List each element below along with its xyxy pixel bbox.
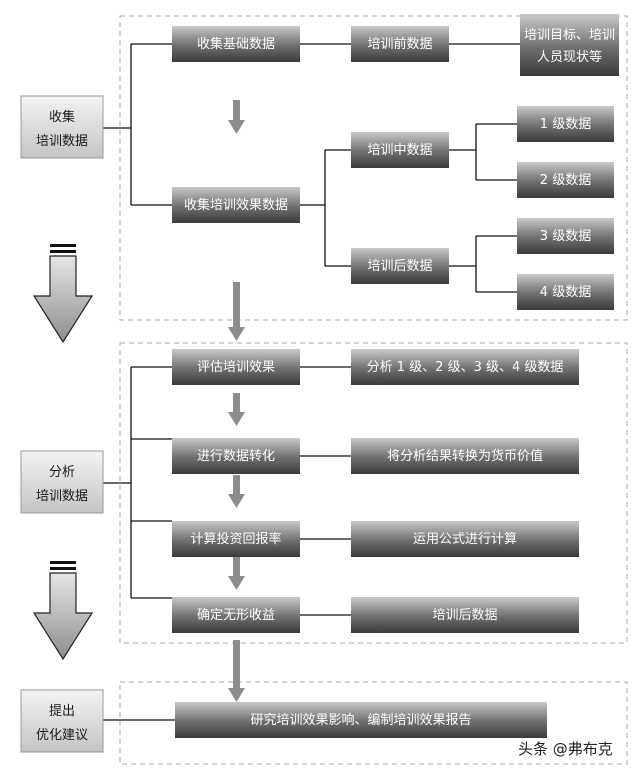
stage-collect: 收集 培训数据 — [20, 95, 104, 159]
box-pre-detail: 培训目标、培训 人员现状等 — [520, 14, 619, 76]
stage-suggest: 提出 优化建议 — [20, 689, 104, 753]
svg-text:收集培训效果数据: 收集培训效果数据 — [184, 197, 288, 213]
down-arrow-icon — [228, 640, 245, 702]
down-arrow-icon — [228, 475, 245, 508]
box-mid-training: 培训中数据 — [351, 132, 449, 168]
watermark-text: 头条 @弗布克 — [518, 740, 613, 758]
box-pre-training: 培训前数据 — [351, 26, 449, 62]
collect-section-frame — [119, 15, 628, 321]
svg-text:4 级数据: 4 级数据 — [540, 285, 591, 300]
connector-lines — [103, 43, 520, 721]
box-collect-effect: 收集培训效果数据 — [172, 187, 300, 223]
pre-detail-line: 人员现状等 — [537, 49, 602, 65]
big-down-arrow-icon — [32, 572, 94, 661]
svg-text:进行数据转化: 进行数据转化 — [197, 449, 275, 464]
svg-text:运用公式进行计算: 运用公式进行计算 — [413, 532, 517, 547]
down-arrow-icon — [228, 557, 245, 590]
svg-text:确定无形收益: 确定无形收益 — [197, 608, 275, 623]
svg-text:1 级数据: 1 级数据 — [540, 117, 591, 132]
svg-text:评估培训效果: 评估培训效果 — [197, 359, 275, 375]
box-report: 研究培训效果影响、编制培训效果报告 — [175, 702, 547, 738]
box-level-2: 2 级数据 — [517, 162, 614, 198]
svg-text:2 级数据: 2 级数据 — [540, 173, 591, 188]
stage-label-line: 培训数据 — [36, 488, 88, 504]
stage-analyze: 分析 培训数据 — [20, 450, 104, 514]
svg-text:分析 1 级、2 级、3 级、4 级数据: 分析 1 级、2 级、3 级、4 级数据 — [367, 360, 564, 375]
stage-label-line: 收集 — [49, 109, 75, 125]
box-level-1: 1 级数据 — [517, 106, 614, 142]
stage-arrow-2 — [32, 561, 94, 661]
svg-text:培训后数据: 培训后数据 — [367, 258, 432, 274]
step-arrows — [228, 100, 245, 702]
stage-label-line: 培训数据 — [36, 133, 88, 149]
box-analyze-levels: 分析 1 级、2 级、3 级、4 级数据 — [351, 349, 579, 385]
box-convert-data: 进行数据转化 — [172, 438, 300, 474]
down-arrow-icon — [228, 100, 245, 134]
down-arrow-icon — [228, 393, 245, 426]
stage-arrow-1 — [32, 244, 94, 344]
box-intangible-benefits: 确定无形收益 — [172, 597, 300, 633]
svg-text:3 级数据: 3 级数据 — [540, 229, 591, 244]
box-post-training: 培训后数据 — [351, 248, 449, 284]
box-post-data: 培训后数据 — [351, 597, 579, 633]
svg-text:计算投资回报率: 计算投资回报率 — [190, 531, 281, 547]
pre-detail-line: 培训目标、培训 — [524, 27, 615, 43]
svg-text:将分析结果转换为货币价值: 将分析结果转换为货币价值 — [387, 448, 543, 464]
box-level-4: 4 级数据 — [517, 274, 614, 310]
box-monetary-value: 将分析结果转换为货币价值 — [351, 438, 579, 474]
analyze-section-frame — [119, 342, 628, 644]
stage-label-line: 优化建议 — [36, 728, 88, 743]
box-formula-calc: 运用公式进行计算 — [351, 521, 579, 557]
box-evaluate-effect: 评估培训效果 — [172, 349, 300, 385]
suggest-section-frame — [119, 681, 628, 765]
box-calc-roi: 计算投资回报率 — [172, 521, 300, 557]
svg-text:收集基础数据: 收集基础数据 — [197, 36, 275, 52]
svg-text:培训中数据: 培训中数据 — [367, 142, 432, 158]
svg-text:培训前数据: 培训前数据 — [367, 36, 432, 52]
big-down-arrow-icon — [32, 255, 94, 344]
stage-label-line: 分析 — [49, 465, 75, 480]
down-arrow-icon — [228, 282, 245, 341]
stage-label-line: 提出 — [49, 703, 75, 719]
svg-text:研究培训效果影响、编制培训效果报告: 研究培训效果影响、编制培训效果报告 — [250, 712, 471, 728]
box-level-3: 3 级数据 — [517, 218, 614, 254]
svg-text:培训后数据: 培训后数据 — [432, 607, 497, 623]
box-collect-basic: 收集基础数据 — [172, 26, 300, 62]
